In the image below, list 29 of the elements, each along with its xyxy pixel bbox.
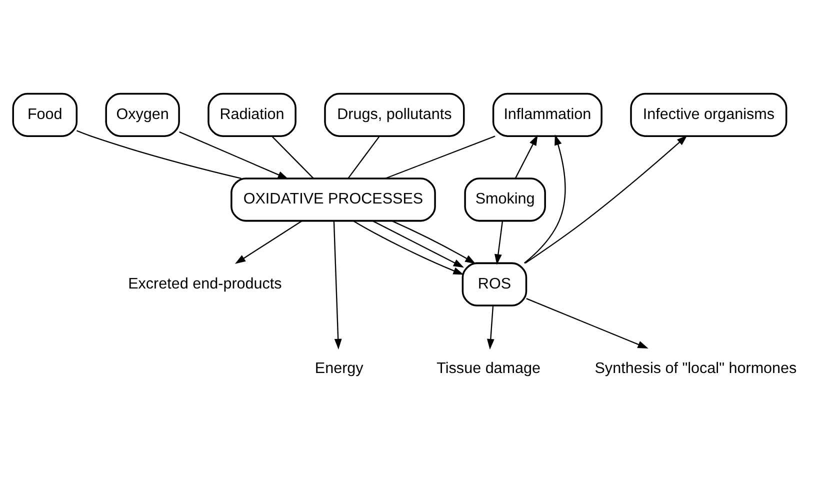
arrow [524,134,688,264]
arrow [179,130,288,179]
node-box: Food [12,92,78,136]
node-box: Infective organisms [630,92,788,136]
node-box: Inflammation [492,92,602,136]
arrow [526,298,648,348]
node-text: Energy [314,360,364,377]
node-box: OXIDATIVE PROCESSES [230,177,436,222]
connector [76,130,242,179]
node-box: Drugs, pollutants [324,92,465,136]
arrow [333,220,342,349]
connector [348,136,380,178]
arrow [234,220,302,264]
arrow [392,220,476,264]
arrow [353,220,464,274]
node-text: Synthesis of "local" hormones [594,360,797,377]
node-box: Smoking [464,177,546,222]
node-text: Excreted end-products [128,274,282,292]
node-box: ROS [462,262,528,306]
node-box: Radiation [208,92,296,136]
connector [385,135,496,178]
arrow [486,305,494,350]
arrow [494,220,504,264]
arrow [514,134,538,178]
arrow [372,220,464,268]
arrow [524,134,566,264]
node-text: Tissue damage [436,360,541,377]
node-box: Oxygen [105,92,180,136]
connector [272,136,314,178]
